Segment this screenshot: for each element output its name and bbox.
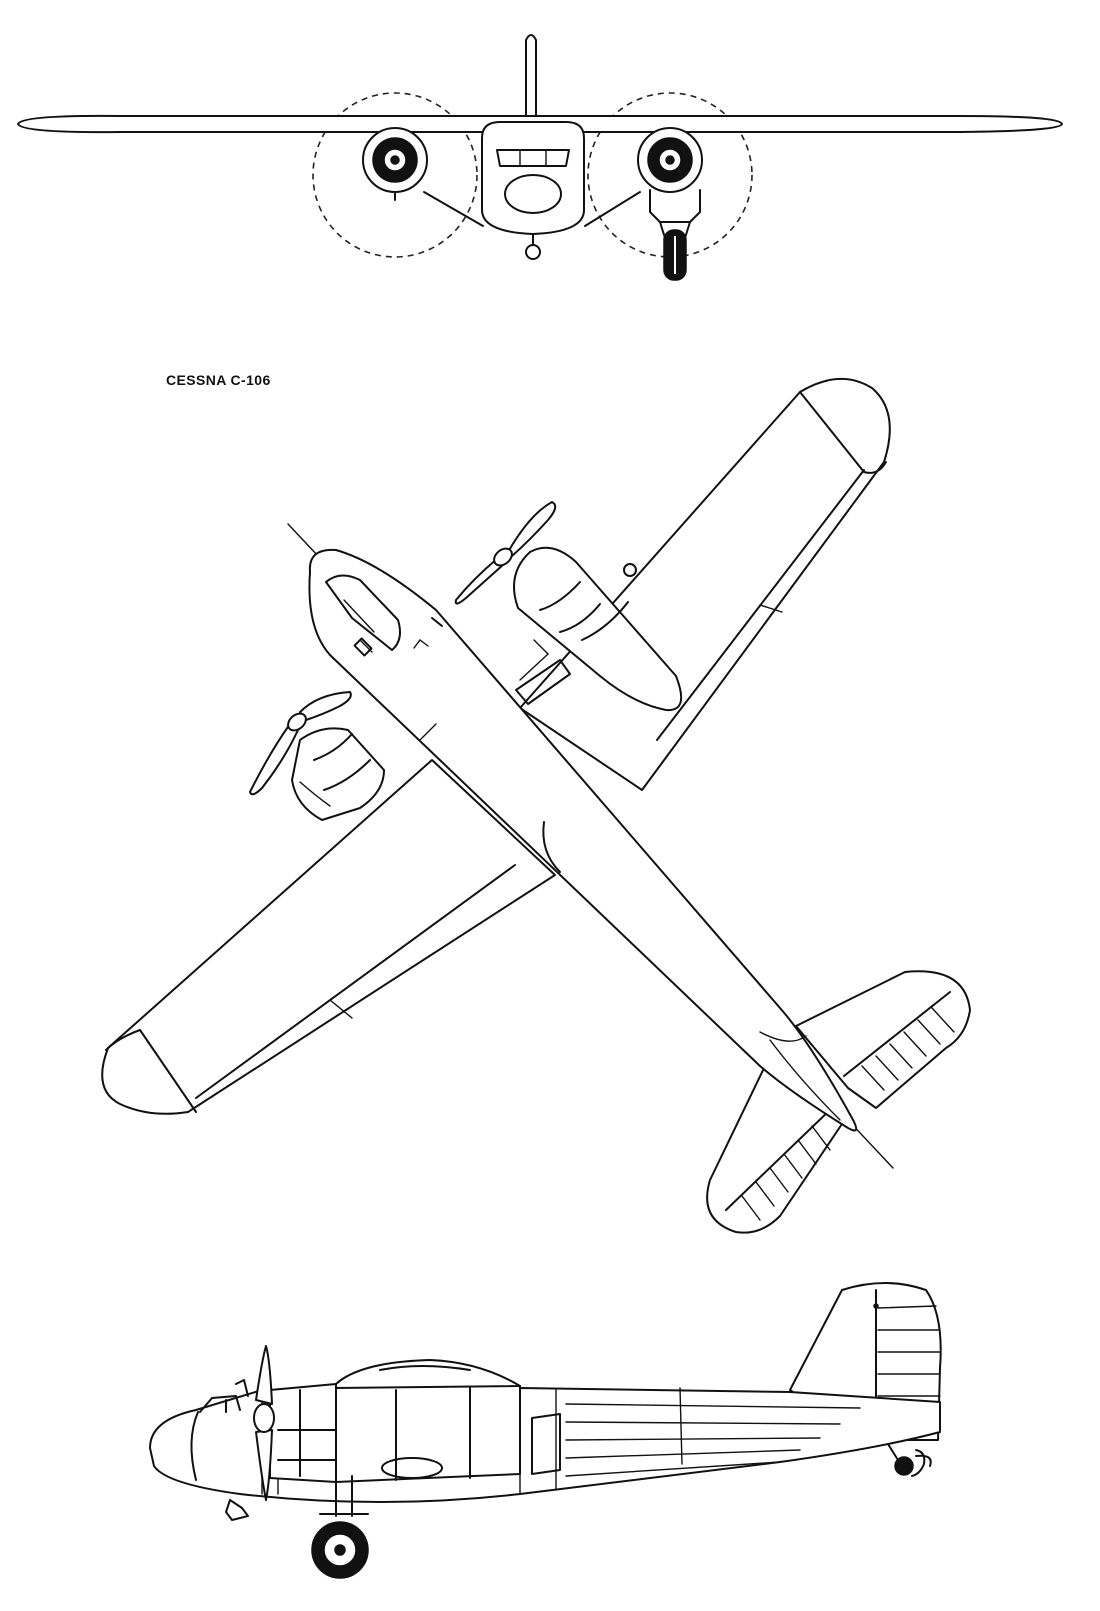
front-nose-window: [504, 174, 562, 214]
top-view: [101, 377, 971, 1234]
side-view: [149, 1282, 942, 1579]
right-engine-front: [637, 127, 703, 193]
right-stabilizer-plan: [795, 970, 971, 1109]
left-elevator-hatching: [741, 1125, 831, 1221]
left-engine-front: [362, 127, 428, 201]
wing-fuel-cap: [623, 563, 637, 577]
fuselage-stringers: [565, 1403, 861, 1477]
rudder-ribs: [877, 1305, 941, 1419]
engine-nacelle-side: [269, 1359, 521, 1483]
left-propeller-disc: [312, 92, 478, 258]
right-propeller-plan: [454, 501, 557, 605]
right-wing-strut: [584, 191, 641, 227]
right-engine-nacelle-plan: [513, 546, 683, 712]
cockpit-windows-side: [199, 1395, 241, 1413]
left-wing-plan: [101, 759, 556, 1115]
right-elevator-hatching: [861, 1007, 955, 1091]
left-wing-strut: [423, 191, 484, 227]
left-engine-nacelle-plan: [291, 727, 385, 821]
front-fuselage: [481, 121, 585, 235]
cockpit-canopy: [325, 574, 401, 651]
right-wing-plan: [519, 377, 891, 791]
right-propeller-disc: [587, 92, 753, 258]
front-view: [17, 34, 1063, 281]
tail-wheel-front: [525, 244, 541, 260]
tail-wheel-side: [887, 1443, 932, 1477]
drawing-title: CESSNA C-106: [166, 372, 271, 388]
front-windshield: [496, 149, 570, 167]
fuselage-plan: [308, 548, 858, 1132]
left-stabilizer-plan: [706, 1063, 847, 1234]
propeller-side: [253, 1345, 275, 1501]
left-aileron: [195, 864, 516, 1099]
left-propeller-plan: [249, 691, 352, 796]
main-gear-side: [311, 1475, 369, 1579]
front-tail-fin: [525, 34, 537, 119]
right-main-gear-front: [649, 189, 701, 281]
